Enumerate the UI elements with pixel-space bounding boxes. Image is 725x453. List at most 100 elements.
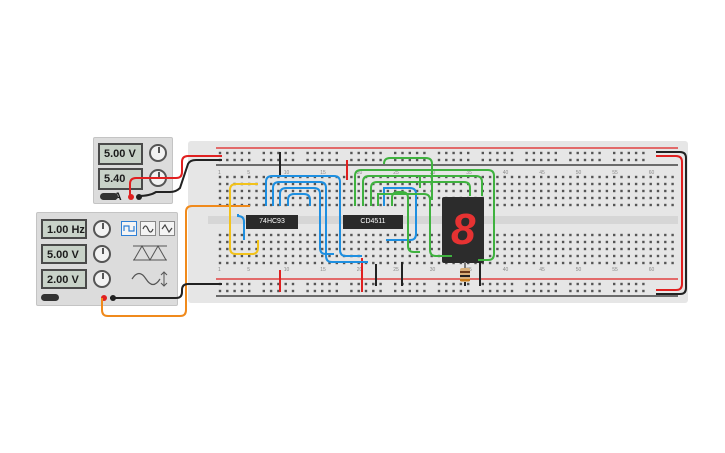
- breadboard-hole: [226, 182, 229, 186]
- breadboard-hole: [576, 203, 579, 207]
- breadboard-hole: [328, 182, 331, 186]
- breadboard-hole: [437, 182, 441, 186]
- negative-terminal[interactable]: [136, 194, 142, 200]
- breadboard-hole: [342, 261, 346, 265]
- breadboard-hole: [532, 196, 536, 200]
- breadboard-hole: [583, 240, 587, 244]
- breadboard-hole: [591, 282, 594, 286]
- breadboard-hole: [642, 189, 645, 193]
- decoder-chip[interactable]: CD4511: [343, 215, 403, 229]
- breadboard-hole: [408, 158, 411, 162]
- seven-segment-display[interactable]: 8: [442, 197, 484, 263]
- breadboard-hole: [372, 151, 375, 155]
- breadboard-hole: [525, 282, 528, 286]
- frequency-knob[interactable]: [93, 220, 111, 238]
- breadboard-hole: [321, 233, 324, 237]
- column-number-label: 5: [247, 170, 250, 176]
- breadboard-hole: [255, 254, 258, 258]
- breadboard-hole: [248, 151, 251, 155]
- breadboard-hole: [342, 247, 346, 251]
- breadboard-hole: [248, 233, 251, 237]
- square-wave-button[interactable]: [121, 221, 137, 236]
- breadboard-hole: [547, 182, 550, 186]
- breadboard-hole: [415, 182, 419, 186]
- breadboard-hole: [627, 247, 630, 251]
- breadboard-hole: [430, 261, 433, 265]
- breadboard-hole: [321, 158, 324, 162]
- breadboard-hole: [379, 196, 382, 200]
- column-number-label: 30: [429, 170, 436, 176]
- breadboard-hole: [386, 261, 390, 265]
- sine-wave-button[interactable]: [140, 221, 156, 236]
- breadboard-hole: [620, 289, 623, 293]
- generator-negative-terminal[interactable]: [110, 295, 116, 301]
- breadboard-hole: [394, 196, 397, 200]
- breadboard-hole: [445, 151, 448, 155]
- current-knob[interactable]: [149, 169, 167, 187]
- breadboard-hole: [255, 175, 258, 179]
- breadboard-hole: [576, 158, 579, 162]
- amplitude-knob[interactable]: [93, 245, 111, 263]
- breadboard-hole: [408, 240, 411, 244]
- voltage-knob[interactable]: [149, 144, 167, 162]
- breadboard-hole: [379, 189, 382, 193]
- breadboard-hole: [313, 233, 317, 237]
- breadboard-hole: [284, 158, 287, 162]
- triangle-wave-icon: [161, 223, 173, 234]
- breadboard-hole: [372, 203, 375, 207]
- breadboard-hole: [277, 151, 280, 155]
- breadboard-hole: [291, 247, 295, 251]
- breadboard-hole: [496, 182, 499, 186]
- breadboard-hole: [430, 189, 433, 193]
- breadboard-hole: [605, 261, 609, 265]
- breadboard-hole: [408, 289, 411, 293]
- breadboard-hole: [561, 189, 565, 193]
- breadboard-hole: [335, 189, 338, 193]
- breadboard-hole: [262, 182, 265, 186]
- breadboard-hole: [240, 182, 244, 186]
- breadboard-hole: [313, 182, 317, 186]
- breadboard-hole: [620, 247, 623, 251]
- breadboard-hole: [620, 151, 623, 155]
- triangle-wave-button[interactable]: [159, 221, 175, 236]
- breadboard-hole: [299, 247, 302, 251]
- breadboard-hole: [233, 233, 236, 237]
- power-supply-switch[interactable]: [100, 193, 118, 200]
- breadboard-hole: [496, 203, 499, 207]
- breadboard-hole: [547, 289, 550, 293]
- breadboard-hole: [576, 282, 579, 286]
- breadboard-hole: [620, 189, 623, 193]
- breadboard-hole: [372, 158, 375, 162]
- breadboard-hole: [591, 189, 594, 193]
- breadboard-hole: [547, 189, 550, 193]
- breadboard-hole: [613, 254, 616, 258]
- breadboard-hole: [613, 189, 616, 193]
- breadboard-hole: [605, 182, 609, 186]
- column-number-label: 40: [502, 170, 509, 176]
- breadboard-hole: [335, 151, 338, 155]
- generator-positive-terminal[interactable]: [101, 295, 107, 301]
- breadboard-hole: [525, 261, 528, 265]
- offset-symbol-icon: [131, 271, 168, 287]
- breadboard-hole: [525, 233, 528, 237]
- breadboard-hole: [620, 261, 623, 265]
- positive-terminal[interactable]: [128, 194, 134, 200]
- breadboard-hole: [554, 158, 557, 162]
- function-generator-switch[interactable]: [41, 294, 59, 301]
- breadboard-hole: [642, 196, 645, 200]
- breadboard-hole: [620, 158, 623, 162]
- breadboard-hole: [613, 196, 616, 200]
- breadboard-hole: [233, 175, 236, 179]
- breadboard-hole: [525, 254, 528, 258]
- breadboard-hole: [649, 189, 652, 193]
- breadboard-hole: [671, 196, 674, 200]
- counter-chip[interactable]: 74HC93: [246, 215, 298, 229]
- breadboard-hole: [313, 240, 317, 244]
- breadboard-hole: [350, 289, 353, 293]
- breadboard-hole: [532, 151, 536, 155]
- breadboard-hole: [510, 203, 514, 207]
- offset-knob[interactable]: [93, 270, 111, 288]
- breadboard-hole: [656, 203, 660, 207]
- breadboard-hole: [218, 261, 222, 265]
